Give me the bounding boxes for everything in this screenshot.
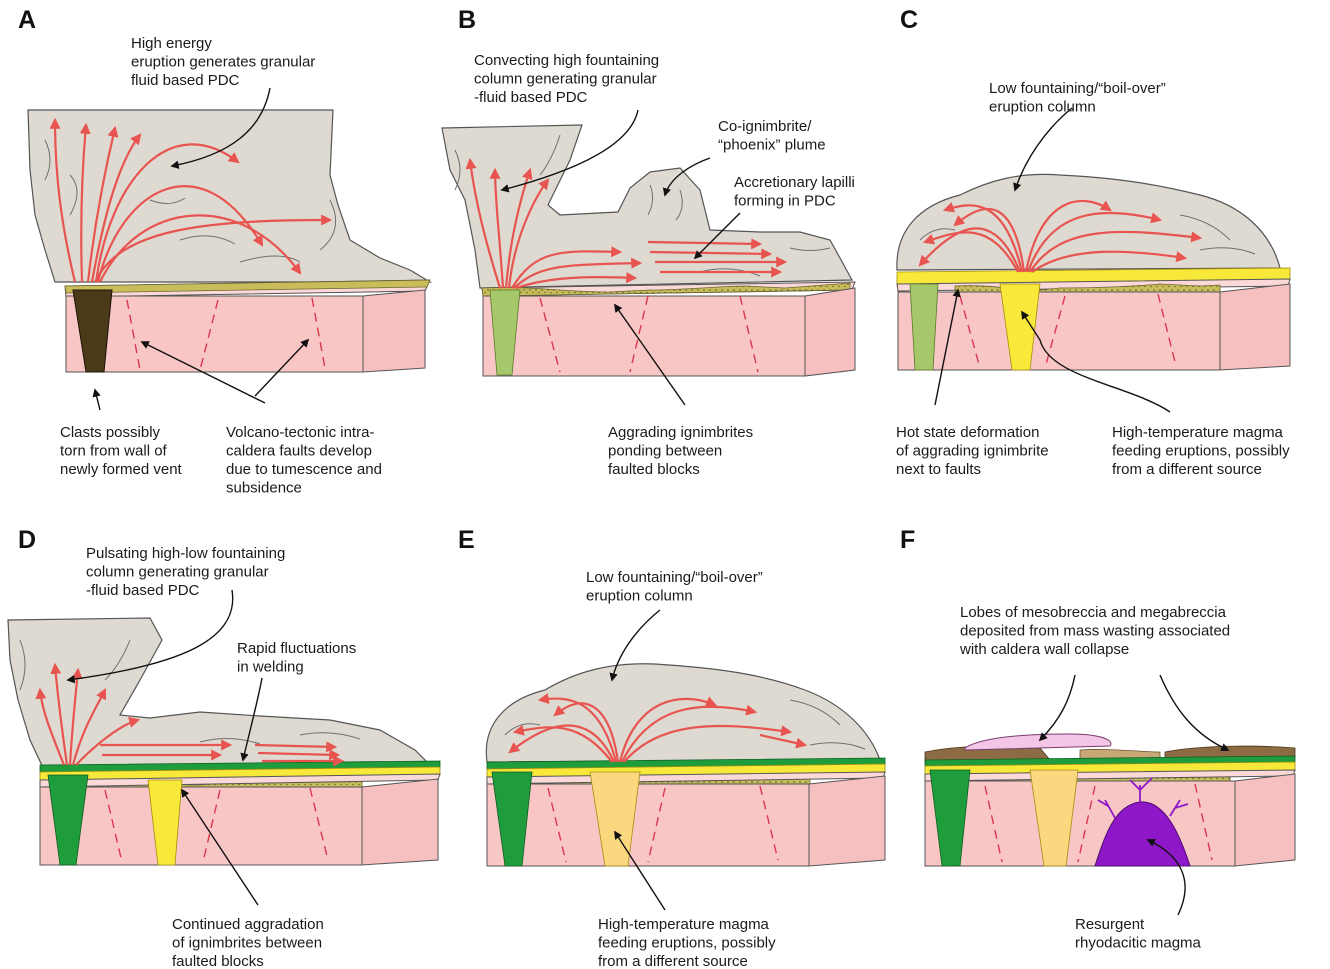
caption-line: caldera faults develop	[226, 443, 372, 460]
caption-line: from a different source	[1112, 461, 1262, 478]
caption-line: deposited from mass wasting associated	[960, 623, 1230, 640]
caption-line: rhyodacitic magma	[1075, 935, 1202, 952]
caption-line: High energy	[131, 35, 212, 52]
caption-f-lobes: Lobes of mesobreccia and megabreccia depo…	[959, 604, 1230, 658]
panel-label-b: B	[458, 6, 476, 34]
caption-line: Lobes of mesobreccia and megabreccia	[960, 604, 1227, 621]
leader-line	[95, 390, 100, 410]
caption-line: column generating granular	[86, 564, 269, 581]
caption-line: Accretionary lapilli	[734, 174, 855, 191]
caption-line: eruption column	[586, 588, 693, 605]
caption-b-column: Convecting high fountaining column genera…	[474, 52, 659, 106]
caption-c-deformation: Hot state deformation of aggrading ignimb…	[896, 424, 1049, 478]
caption-line: newly formed vent	[60, 461, 183, 478]
crust-block-front	[898, 292, 1220, 370]
caption-line: Rapid fluctuations	[237, 640, 356, 657]
caption-line: eruption generates granular	[131, 54, 315, 71]
caption-line: fluid based PDC	[131, 72, 240, 89]
caption-line: Aggrading ignimbrites	[608, 424, 753, 441]
caption-line: Resurgent	[1075, 916, 1145, 933]
crust-block-side	[1220, 284, 1290, 370]
caption-line: forming in PDC	[734, 193, 836, 210]
panel-e: E Low fountaining/“boil-over” eruption co…	[458, 526, 885, 969]
caption-line: Volcano-tectonic intra-	[226, 424, 374, 441]
leader-line	[1040, 675, 1075, 740]
caption-line: Convecting high fountaining	[474, 52, 659, 69]
caption-b-phoenix: Co-ignimbrite/ “phoenix” plume	[718, 118, 826, 154]
caption-line: High-temperature magma	[598, 916, 770, 933]
caption-b-lapilli: Accretionary lapilli forming in PDC	[734, 174, 855, 210]
panel-f: F Lobes of mesobreccia and megabreccia de…	[900, 526, 1295, 952]
caption-line: eruption column	[989, 99, 1096, 116]
panel-label-d: D	[18, 526, 36, 554]
caption-d-aggradation: Continued aggradation of ignimbrites betw…	[172, 916, 324, 969]
caption-line: Co-ignimbrite/	[718, 118, 812, 135]
caption-line: of ignimbrites between	[172, 935, 322, 952]
crust-block-side	[809, 776, 885, 866]
caption-e-column: Low fountaining/“boil-over” eruption colu…	[586, 569, 763, 605]
eruption-cloud	[897, 174, 1280, 270]
panel-label-a: A	[18, 6, 36, 34]
crust-block-side	[363, 290, 425, 372]
caption-line: ponding between	[608, 443, 722, 460]
caption-line: Low fountaining/“boil-over”	[989, 80, 1166, 97]
caption-line: “phoenix” plume	[718, 137, 826, 154]
caption-line: feeding eruptions, possibly	[1112, 443, 1290, 460]
eruption-cloud	[486, 664, 880, 762]
caption-line: due to tumescence and	[226, 461, 382, 478]
crust-block-front	[487, 784, 809, 866]
mesobreccia-lobe	[965, 734, 1111, 750]
caption-e-magma: High-temperature magma feeding eruptions,…	[598, 916, 776, 969]
crust-block-side	[1235, 774, 1295, 866]
caption-line: Hot state deformation	[896, 424, 1039, 441]
caption-a-faults: Volcano-tectonic intra-caldera faults de…	[226, 424, 382, 497]
caption-line: in welding	[237, 659, 304, 676]
caption-line: faulted blocks	[172, 953, 264, 969]
crust-block-front	[40, 787, 362, 865]
caption-f-resurgent: Resurgent rhyodacitic magma	[1075, 916, 1202, 952]
panel-c: C Low fountaining/“boil-over” eruption co…	[896, 6, 1290, 478]
panel-label-c: C	[900, 6, 918, 34]
caption-line: Continued aggradation	[172, 916, 324, 933]
caption-line: faulted blocks	[608, 461, 700, 478]
caption-line: torn from wall of	[60, 443, 168, 460]
panel-label-f: F	[900, 526, 915, 554]
caption-line: subsidence	[226, 480, 302, 497]
caption-line: Pulsating high-low fountaining	[86, 545, 285, 562]
caption-line: -fluid based PDC	[86, 582, 200, 599]
leader-line	[1160, 675, 1228, 750]
caption-a-clasts: Clasts possibly torn from wall ofnewly fo…	[60, 424, 183, 478]
crust-block-front	[483, 296, 805, 376]
crust-block-side	[362, 779, 438, 865]
caption-line: with caldera wall collapse	[959, 641, 1129, 658]
earlier-vent	[910, 284, 938, 370]
caption-line: column generating granular	[474, 71, 657, 88]
caption-line: Clasts possibly	[60, 424, 161, 441]
eruption-cloud	[28, 110, 430, 282]
caption-c-magma: High-temperature magma feeding eruptions,…	[1112, 424, 1290, 478]
caption-line: next to faults	[896, 461, 981, 478]
caption-line: feeding eruptions, possibly	[598, 935, 776, 952]
caption-line: High-temperature magma	[1112, 424, 1284, 441]
caption-d-column: Pulsating high-low fountaining column gen…	[86, 545, 285, 599]
panel-d: D Pulsating high-low fountainin	[8, 526, 440, 969]
caption-c-column: Low fountaining/“boil-over” eruption colu…	[989, 80, 1166, 116]
caption-line: from a different source	[598, 953, 748, 969]
caption-line: -fluid based PDC	[474, 89, 588, 106]
panel-label-e: E	[458, 526, 475, 554]
caption-line: of aggrading ignimbrite	[896, 443, 1049, 460]
caption-d-welding: Rapid fluctuations in welding	[237, 640, 356, 676]
caption-line: Low fountaining/“boil-over”	[586, 569, 763, 586]
crust-block-side	[805, 288, 855, 376]
